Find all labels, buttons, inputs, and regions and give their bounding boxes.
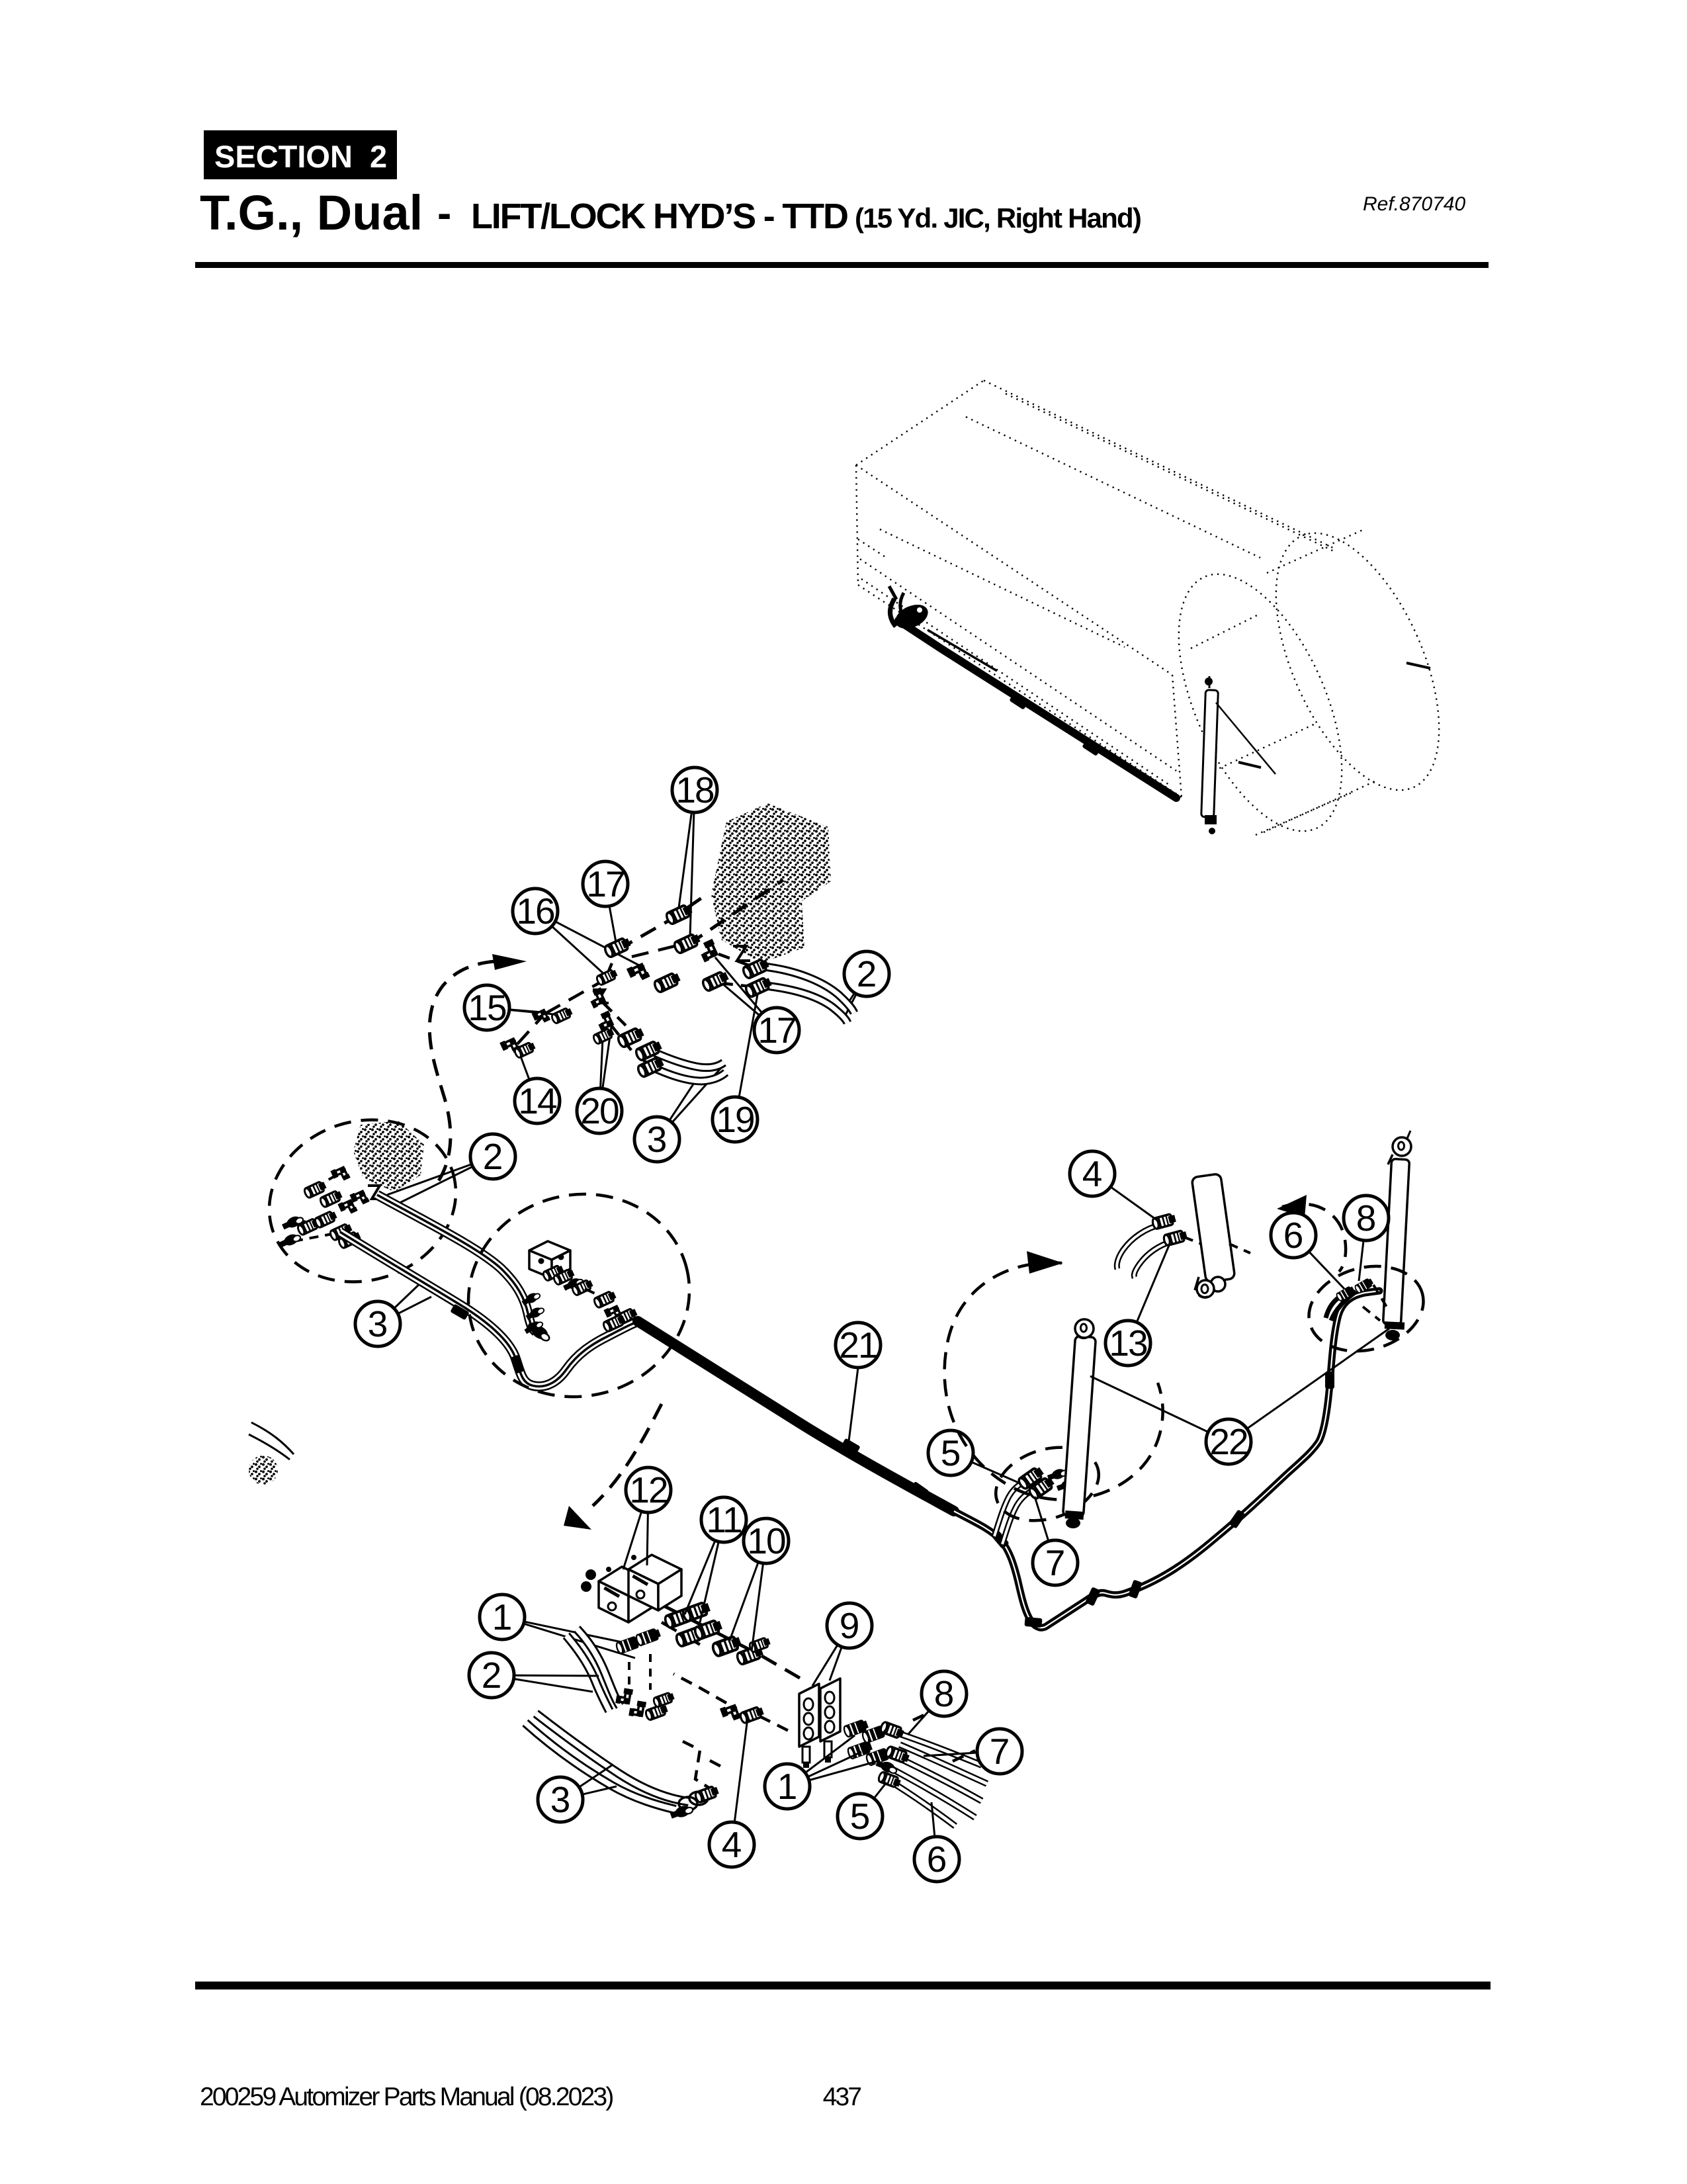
svg-text:SECTION 2: SECTION 2 (214, 139, 387, 174)
svg-text:8: 8 (1356, 1198, 1377, 1239)
svg-text:2: 2 (483, 1136, 503, 1177)
svg-text:3: 3 (550, 1779, 571, 1820)
svg-text:6: 6 (927, 1839, 947, 1880)
svg-text:13: 13 (1109, 1323, 1147, 1364)
svg-text:4: 4 (722, 1824, 742, 1865)
svg-text:11: 11 (706, 1499, 741, 1540)
svg-text:20: 20 (580, 1090, 619, 1131)
svg-text:18: 18 (675, 769, 714, 810)
svg-text:9: 9 (840, 1605, 860, 1646)
svg-text:22: 22 (1209, 1421, 1247, 1462)
svg-text:4: 4 (1082, 1153, 1103, 1194)
svg-text:21: 21 (839, 1325, 877, 1366)
svg-text:17: 17 (757, 1010, 795, 1051)
svg-text:7: 7 (990, 1731, 1010, 1772)
svg-text:437: 437 (823, 2083, 861, 2111)
svg-text:14: 14 (518, 1080, 556, 1121)
svg-text:LIFT/LOCK HYD’S - TTD: LIFT/LOCK HYD’S - TTD (471, 197, 847, 236)
svg-text:2: 2 (482, 1655, 502, 1696)
svg-text:3: 3 (647, 1119, 668, 1160)
svg-text:5: 5 (941, 1432, 961, 1473)
svg-text:12: 12 (629, 1469, 667, 1510)
svg-text:7: 7 (1045, 1542, 1066, 1583)
svg-text:3: 3 (368, 1303, 388, 1344)
svg-text:-: - (437, 189, 451, 237)
svg-text:19: 19 (716, 1099, 754, 1140)
svg-text:200259 Automizer Parts Manual: 200259 Automizer Parts Manual (08.2023) (200, 2083, 613, 2111)
svg-text:6: 6 (1283, 1215, 1304, 1256)
svg-text:1: 1 (492, 1596, 513, 1638)
svg-text:5: 5 (850, 1796, 871, 1837)
svg-text:17: 17 (586, 863, 624, 904)
svg-text:Ref.870740: Ref.870740 (1363, 193, 1465, 215)
svg-text:T.G., Dual: T.G., Dual (200, 185, 423, 240)
svg-text:(15 Yd. JIC, Right Hand): (15 Yd. JIC, Right Hand) (855, 202, 1141, 234)
svg-text:1: 1 (777, 1766, 798, 1807)
svg-text:8: 8 (934, 1673, 955, 1714)
svg-text:16: 16 (516, 891, 554, 932)
svg-text:10: 10 (747, 1520, 785, 1561)
svg-text:2: 2 (857, 953, 877, 994)
svg-text:15: 15 (468, 987, 506, 1028)
